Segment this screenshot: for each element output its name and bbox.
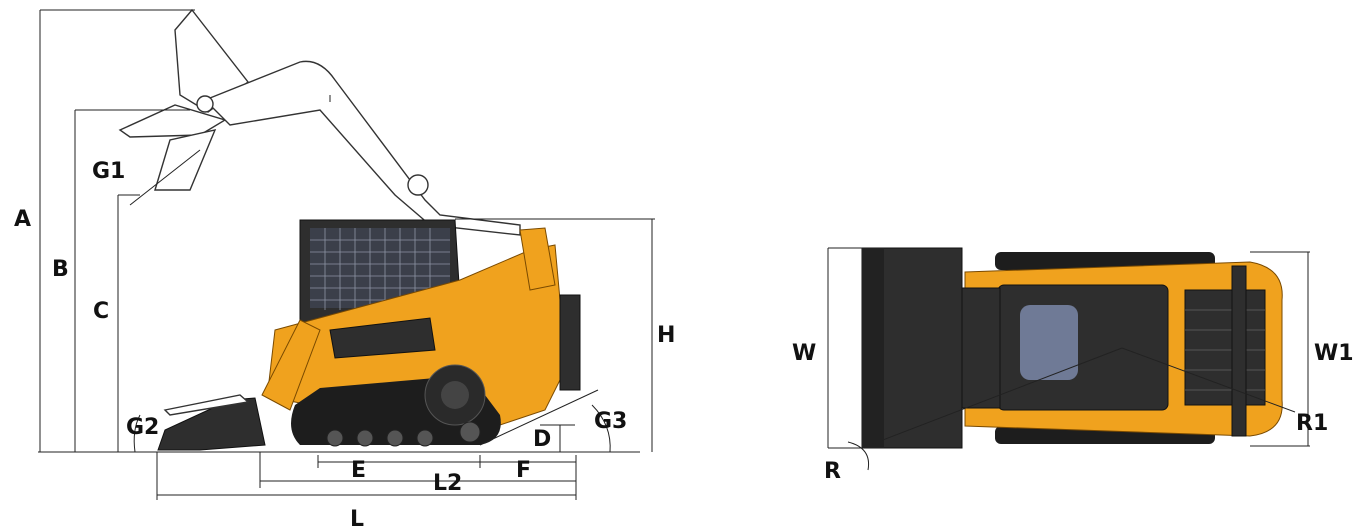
label-E: E (351, 458, 366, 483)
label-W1: W1 (1314, 341, 1354, 366)
raised-bucket (118, 8, 249, 206)
label-A: A (14, 207, 31, 232)
top-dimension-lines (827, 247, 1310, 471)
label-L2: L2 (433, 471, 462, 496)
label-W: W (792, 341, 816, 366)
label-C: C (93, 299, 109, 324)
label-G1: G1 (92, 159, 125, 184)
label-R: R (824, 459, 841, 484)
label-G3: G3 (594, 409, 627, 434)
track-assembly (291, 364, 501, 447)
side-view: A B C G1 G2 G3 H D E F L2 L (14, 8, 675, 531)
label-H: H (657, 323, 675, 348)
ground-bucket (157, 394, 266, 451)
top-view: W W1 R R1 (792, 247, 1354, 484)
label-R1: R1 (1296, 411, 1328, 436)
label-G2: G2 (126, 415, 159, 440)
label-B: B (52, 257, 69, 282)
cab-grille (310, 228, 450, 310)
lift-arm (196, 60, 521, 236)
label-F: F (516, 458, 531, 483)
road-wheels (326, 421, 481, 447)
dimension-lines (38, 9, 655, 500)
label-D: D (533, 427, 551, 452)
machine-body (261, 219, 581, 426)
label-L: L (350, 507, 364, 531)
